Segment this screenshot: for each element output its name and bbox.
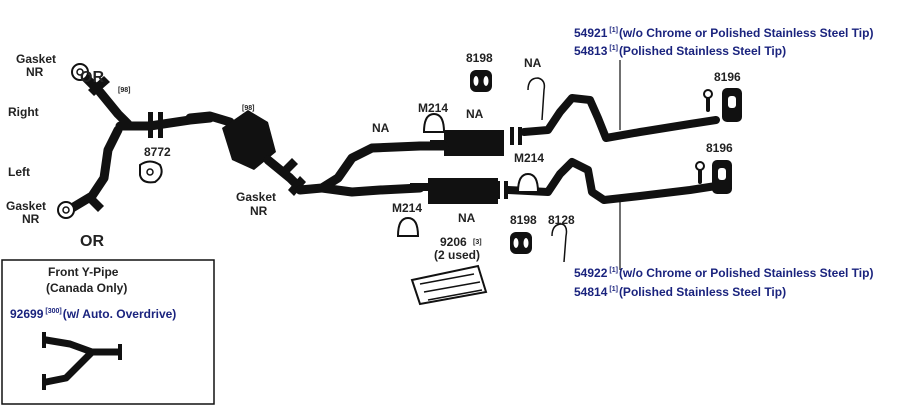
clamp-m214-right-icon (516, 172, 540, 193)
hanger-8198-top-icon (470, 70, 492, 92)
muffler-upper (444, 130, 504, 156)
tailpipe-part-numbers: 54921[1](w/o Chrome or Polished Stainles… (574, 26, 873, 299)
label-8196-bottom: 8196 (706, 141, 733, 155)
label-na-1: NA (372, 121, 390, 135)
tip-top-1: 54921[1](w/o Chrome or Polished Stainles… (574, 26, 873, 40)
label-gasket-mid: Gasket (236, 190, 276, 204)
center-y-split (295, 141, 425, 197)
rear-pipes (504, 89, 720, 204)
ref-98-a: [98] (118, 87, 130, 94)
tip-top-2: 54813[1](Polished Stainless Steel Tip) (574, 44, 786, 58)
heat-shield-9206-icon (410, 264, 488, 306)
converter-flange (278, 158, 298, 178)
label-8128: 8128 (548, 213, 575, 227)
hook-8128-icon (551, 223, 568, 263)
inset-pipe-lower (42, 348, 96, 386)
hook-na-icon (527, 77, 546, 121)
front-y-pipe (57, 63, 215, 219)
inset-subtitle: (Canada Only) (46, 281, 127, 295)
ref-3: [3] (473, 239, 482, 246)
label-na-2: NA (524, 56, 542, 70)
label-m214-top: M214 (418, 101, 448, 115)
label-8198-top: 8198 (466, 51, 493, 65)
label-or-top: OR (80, 69, 104, 86)
inset-title: Front Y-Pipe (48, 265, 119, 279)
gasket-top-icon (71, 63, 89, 81)
inset-canada-y-pipe: Front Y-Pipe (Canada Only) 92699[300](w/… (1, 259, 215, 405)
muffler-lower (428, 178, 498, 204)
label-left: Left (8, 165, 30, 179)
gasket-bottom-icon (57, 201, 75, 219)
label-9206: 9206 (440, 235, 467, 249)
gasket-8772-icon (139, 160, 163, 184)
gasket-top-inner (76, 68, 84, 76)
label-8196-top: 8196 (714, 70, 741, 84)
label-nr-bottom: NR (22, 212, 40, 226)
hanger-8198-bottom-icon (510, 232, 532, 254)
label-gasket-bottom: Gasket (6, 199, 46, 213)
label-2-used: (2 used) (434, 248, 480, 262)
inset-pipe-upper (42, 336, 122, 356)
label-nr-mid: NR (250, 204, 268, 218)
tip-bottom-1: 54922[1](w/o Chrome or Polished Stainles… (574, 266, 873, 280)
upper-flange (88, 76, 110, 96)
part-labels: Gasket NR OR Right Left Gasket NR OR [98… (6, 51, 741, 262)
catalytic-converter (185, 110, 306, 196)
label-nr-top: NR (26, 65, 44, 79)
converter-flange-2 (288, 176, 306, 196)
inset-part-number: 92699[300](w/ Auto. Overdrive) (10, 307, 176, 321)
label-8198-bottom: 8198 (510, 213, 537, 227)
label-8772: 8772 (144, 145, 171, 159)
label-or-bottom: OR (80, 233, 104, 250)
tip-bottom-2: 54814[1](Polished Stainless Steel Tip) (574, 285, 786, 299)
label-na-3: NA (466, 107, 484, 121)
converter-body (222, 110, 276, 170)
ref-98-b: [98] (242, 105, 254, 112)
hangers (396, 70, 742, 306)
gasket-bottom-inner (62, 206, 70, 214)
label-na-4: NA (458, 211, 476, 225)
inset-box (1, 259, 215, 405)
clamp-m214-bottom-icon (396, 216, 420, 237)
flange-gasket-8772-b (158, 112, 163, 138)
lower-flange (84, 192, 104, 212)
label-right: Right (8, 105, 39, 119)
clamp-m214-top-icon (422, 112, 446, 133)
label-m214-bottom: M214 (392, 201, 422, 215)
label-gasket-top: Gasket (16, 52, 56, 66)
gasket-8772-hole (146, 168, 154, 176)
flange-gasket-8772-a (148, 112, 153, 138)
mufflers (410, 127, 522, 204)
label-m214-right: M214 (514, 151, 544, 165)
